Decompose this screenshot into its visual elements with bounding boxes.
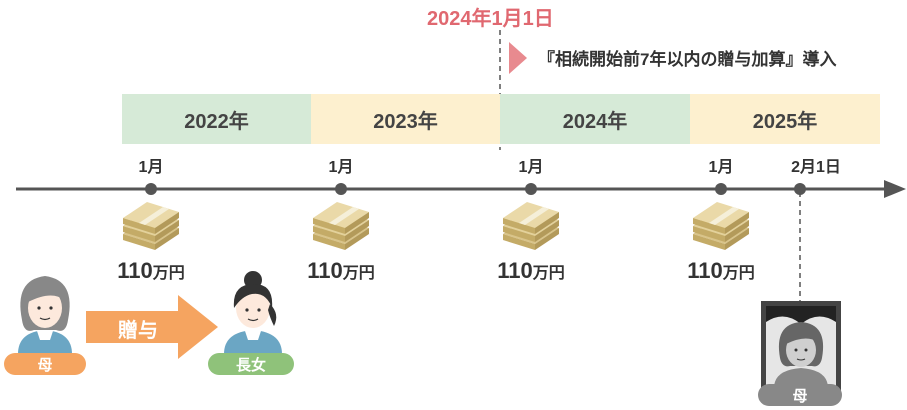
play-arrow-icon	[509, 42, 527, 74]
gift-amount-2023: 110万円	[307, 258, 375, 284]
amount-unit: 万円	[532, 265, 565, 282]
tick-dot-2025	[715, 183, 727, 195]
tick-label-2024: 1月	[518, 159, 544, 176]
gift-amount-2025: 110万円	[687, 258, 755, 284]
tick-dot-2022	[145, 183, 157, 195]
year-band-2024: 2024年	[500, 94, 690, 144]
money-stack-icon	[503, 202, 559, 250]
gift-label: 贈与	[118, 320, 158, 342]
event-note: 『相続開始前7年以内の贈与加算』導入	[538, 50, 837, 69]
amount-value: 110	[117, 258, 153, 283]
gift-arrow	[86, 295, 218, 359]
year-band-2025: 2025年	[690, 94, 880, 144]
amount-unit: 万円	[342, 265, 375, 282]
deceased-label: 母	[758, 384, 842, 406]
amount-unit: 万円	[152, 265, 185, 282]
tick-dot-death	[794, 183, 806, 195]
money-stack-icon	[313, 202, 369, 250]
death-marker-line	[799, 192, 801, 302]
tick-label-death-date: 2月1日	[791, 159, 841, 176]
tick-label-2025: 1月	[708, 159, 734, 176]
event-date: 2024年1月1日	[427, 8, 554, 30]
daughter-avatar-icon	[224, 271, 282, 354]
tick-dot-2024	[525, 183, 537, 195]
memorial-portrait-icon	[761, 301, 841, 395]
amount-value: 110	[687, 258, 723, 283]
tick-label-2022: 1月	[138, 159, 164, 176]
year-band-2022: 2022年	[122, 94, 311, 144]
tick-label-2023: 1月	[328, 159, 354, 176]
gift-amount-2022: 110万円	[117, 258, 185, 284]
receiver-label: 長女	[208, 353, 294, 375]
timeline-axis	[16, 180, 906, 198]
mother-avatar-icon	[18, 276, 72, 354]
money-stack-icon	[123, 202, 179, 250]
amount-value: 110	[497, 258, 533, 283]
money-stack-icon	[693, 202, 749, 250]
gift-amount-2024: 110万円	[497, 258, 565, 284]
giver-label: 母	[4, 353, 86, 375]
amount-value: 110	[307, 258, 343, 283]
amount-unit: 万円	[722, 265, 755, 282]
year-band-2023: 2023年	[311, 94, 500, 144]
tick-dot-2023	[335, 183, 347, 195]
